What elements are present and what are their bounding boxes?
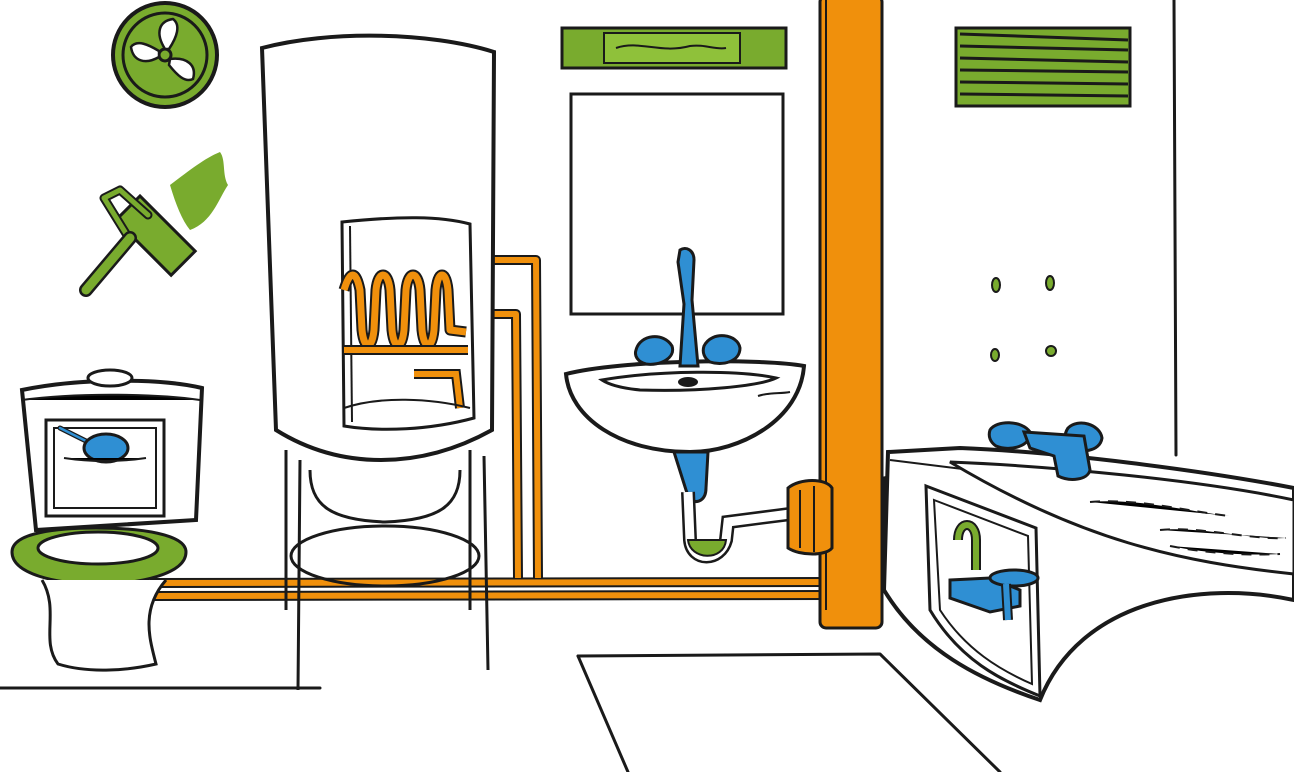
paint-roller-icon: [86, 152, 228, 290]
wall-corner-lines: [1174, 0, 1176, 455]
sink-icon: [566, 361, 804, 452]
mirror-icon: [571, 94, 783, 314]
ventilation-vent-icon: [956, 28, 1130, 106]
wall-mount-holes: [991, 276, 1056, 361]
toilet-icon: [12, 370, 202, 670]
bathtub-icon: [884, 448, 1294, 700]
ventilation-fan-icon: [113, 3, 217, 107]
siphon-trap-icon: [674, 452, 790, 557]
floor-tile-icon: [0, 654, 1000, 772]
wall-vent-grille-icon: [562, 28, 786, 68]
